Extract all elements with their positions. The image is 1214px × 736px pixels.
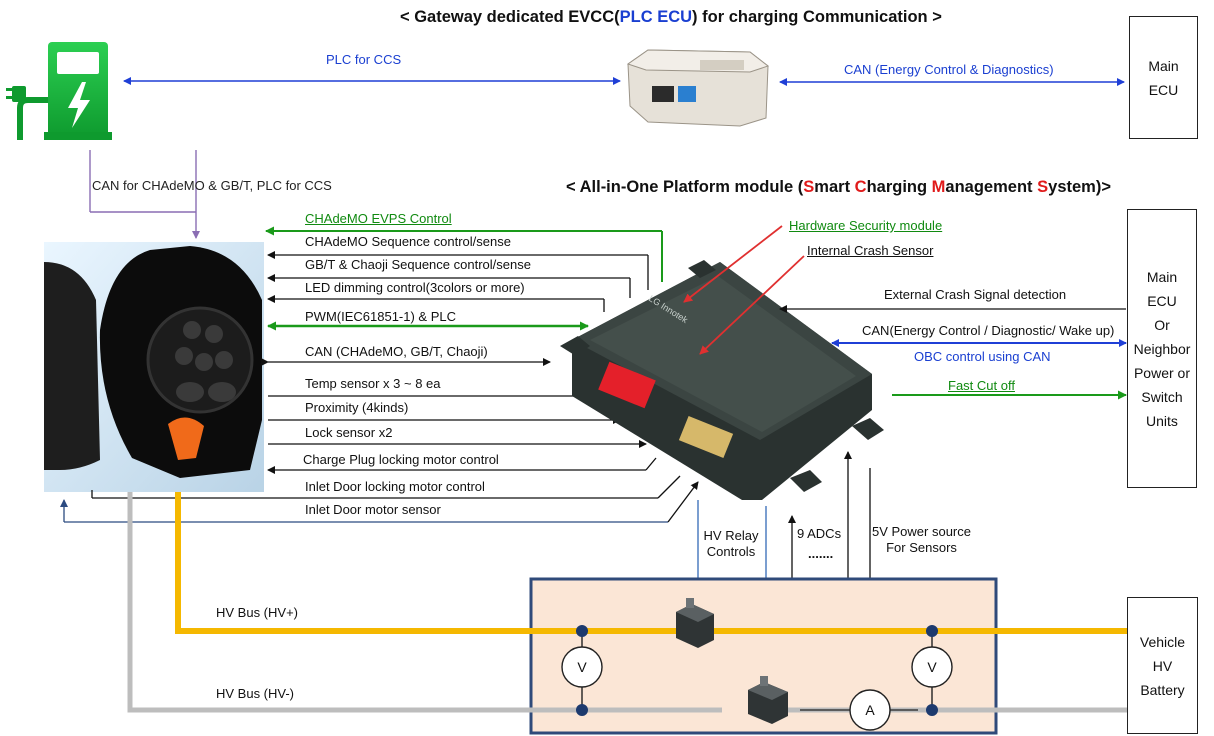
relay-plus-image (676, 598, 714, 648)
obc-label: OBC control using CAN (914, 349, 1051, 364)
hv-minus-label: HV Bus (HV-) (216, 686, 295, 701)
relay-minus-image (748, 676, 788, 724)
right-box-line-3: Or (1154, 316, 1170, 333)
right-box-line-7: Units (1146, 412, 1178, 429)
signal-arrows (60, 226, 699, 523)
platform-title-ystem: ystem)> (1048, 178, 1111, 196)
fast-cutoff-label: Fast Cut off (948, 378, 1015, 393)
platform-title: < All-in-One Platform module (Smart Char… (566, 178, 1111, 197)
hv-plus-bus (175, 492, 1128, 634)
evcc-module-image (626, 49, 770, 127)
gateway-title-suffix: ) for charging Communication > (692, 8, 942, 26)
main-ecu-top-line2: ECU (1148, 81, 1179, 98)
ammeter (849, 689, 891, 731)
platform-title-s2: S (1037, 178, 1049, 196)
can-wakeup-label: CAN(Energy Control / Diagnostic/ Wake up… (862, 323, 1115, 338)
main-ecu-top-line1: Main (1148, 57, 1179, 74)
voltmeter-left-label: V (577, 659, 587, 675)
main-ecu-right-box: Main ECU Or Neighbor Power or Switch Uni… (1127, 209, 1197, 488)
gateway-title-accent: PLC ECU (619, 8, 693, 26)
platform-title-c: C (854, 178, 867, 196)
right-box-line-4: Neighbor (1133, 340, 1191, 357)
crash-sensor-arrow (699, 255, 805, 355)
battery-line-3: Battery (1140, 681, 1185, 698)
platform-title-m: M (931, 178, 946, 196)
platform-title-mart: mart (814, 178, 855, 196)
platform-title-s: S (803, 178, 815, 196)
right-box-line-5: Power or (1133, 364, 1190, 381)
scms-module-image: LG Innotek (560, 260, 884, 500)
power-line-1: 5V Power source (872, 524, 971, 539)
hv-relay-line-2: Controls (706, 544, 756, 559)
hsm-arrow (683, 225, 783, 303)
signal-temp-sensor: Temp sensor x 3 ~ 8 ea (305, 376, 441, 391)
hsm-label: Hardware Security module (789, 218, 943, 233)
platform-title-prefix: < All-in-One Platform module ( (566, 178, 804, 196)
power-line-2: For Sensors (886, 540, 957, 555)
signal-pwm-plc: PWM(IEC61851-1) & PLC (305, 309, 456, 324)
platform-title-harging: harging (866, 178, 932, 196)
charging-station-icon (6, 42, 112, 140)
signal-led-dimming: LED dimming control(3colors or more) (305, 280, 525, 295)
plc-for-ccs-label: PLC for CCS (326, 52, 402, 67)
signal-chademo-evps: CHAdeMO EVPS Control (305, 211, 452, 226)
hv-plus-label: HV Bus (HV+) (216, 605, 298, 620)
charger-link-label: CAN for CHAdeMO & GB/T, PLC for CCS (92, 178, 332, 193)
platform-title-anagement: anagement (945, 178, 1038, 196)
right-box-line-1: Main (1146, 268, 1178, 285)
gateway-title: < Gateway dedicated EVCC(PLC ECU) for ch… (400, 8, 942, 27)
battery-line-1: Vehicle (1139, 633, 1186, 650)
right-box-line-2: ECU (1147, 292, 1177, 309)
voltmeter-right-label: V (927, 659, 937, 675)
right-box-line-6: Switch (1141, 388, 1183, 405)
hv-relay-line-1: HV Relay (703, 528, 759, 543)
adcs-label: 9 ADCs (797, 526, 842, 541)
signal-inlet-door-lock: Inlet Door locking motor control (305, 479, 485, 494)
internal-crash-label: Internal Crash Sensor (807, 243, 934, 258)
voltmeter-left (561, 625, 603, 716)
hv-minus-bus (127, 492, 1128, 713)
gateway-title-prefix: < Gateway dedicated EVCC( (400, 8, 620, 26)
signal-chademo-sequence: CHAdeMO Sequence control/sense (305, 234, 511, 249)
signal-can: CAN (CHAdeMO, GB/T, Chaoji) (305, 344, 488, 359)
signal-proximity: Proximity (4kinds) (305, 400, 409, 415)
battery-line-2: HV (1152, 657, 1173, 674)
voltmeter-right (911, 625, 953, 716)
signal-charge-plug-lock: Charge Plug locking motor control (303, 452, 499, 467)
ext-crash-label: External Crash Signal detection (884, 287, 1067, 302)
signal-lock-sensor: Lock sensor x2 (305, 425, 393, 440)
adcs-dots: ....... (808, 546, 834, 561)
charging-inlet-image (44, 242, 264, 492)
signal-gbt-chaoji: GB/T & Chaoji Sequence control/sense (305, 257, 531, 272)
battery-box: Vehicle HV Battery (1127, 597, 1198, 734)
can-energy-label: CAN (Energy Control & Diagnostics) (844, 62, 1054, 77)
ammeter-label: A (865, 702, 875, 718)
signal-inlet-door-sensor: Inlet Door motor sensor (305, 502, 441, 517)
